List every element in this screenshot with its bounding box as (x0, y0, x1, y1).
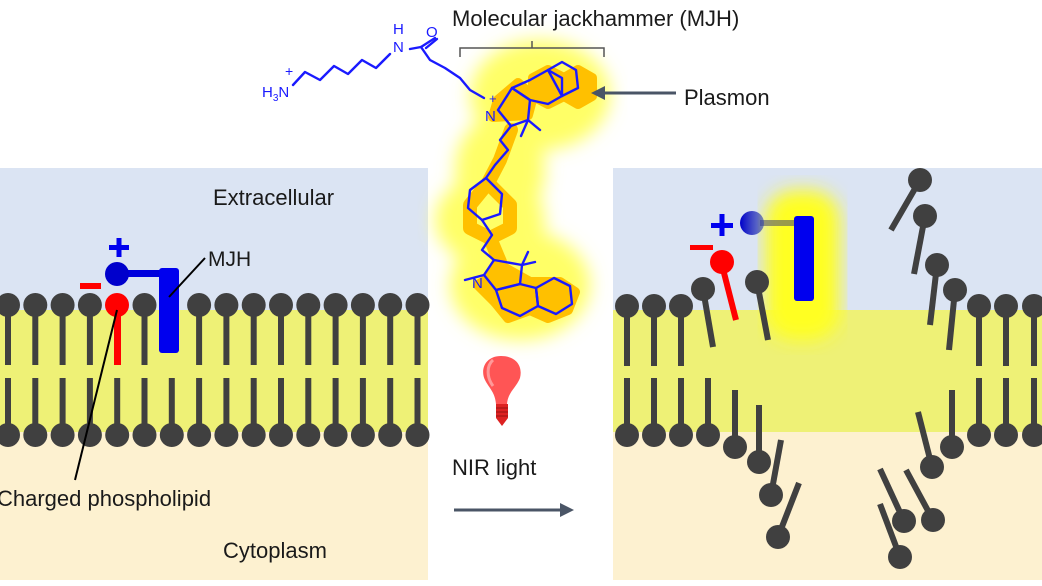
displaced-phospholipid (877, 502, 912, 569)
phospholipid-lower (405, 378, 430, 447)
plasmon-label: Plasmon (684, 85, 770, 110)
displaced-phospholipid (911, 204, 937, 275)
phospholipid-upper (296, 293, 321, 365)
phospholipid-lower (159, 378, 184, 447)
phospholipid-lower (378, 378, 403, 447)
mjh-leader-line (168, 257, 206, 298)
nir-light-bulb-icon (483, 356, 521, 426)
dye-core-highlight (463, 65, 597, 323)
extracellular-label: Extracellular (213, 185, 334, 210)
phospholipid-lower (967, 378, 991, 447)
extracellular-region (0, 168, 428, 310)
phospholipid-lower (669, 378, 693, 447)
chemical-structure (291, 36, 580, 318)
displaced-phospholipid (915, 411, 944, 479)
phospholipid-upper (187, 293, 212, 365)
amide-h: H (393, 21, 404, 38)
displaced-phospholipid (759, 439, 784, 507)
displaced-phospholipid (888, 168, 932, 232)
center-panel: H3N + H N O N + N Molecular jackhammer (… (262, 6, 770, 517)
right-lipid-bilayer (615, 168, 1042, 569)
indolium-n: N (485, 108, 496, 125)
charged-phospholipid-label: Charged phospholipid (0, 486, 211, 511)
phospholipid-lower (615, 378, 639, 447)
phospholipid-lower (23, 378, 48, 447)
phospholipid-lower (269, 378, 293, 447)
displaced-phospholipid (940, 390, 964, 459)
displaced-phospholipid (723, 390, 747, 459)
charged-phospholipid-leader-line (74, 309, 118, 481)
mjh-molecule-after (740, 211, 814, 301)
phospholipid-upper (615, 294, 639, 366)
carbonyl-o: O (426, 24, 438, 41)
displaced-phospholipid (747, 405, 771, 474)
phospholipid-upper (405, 293, 430, 365)
phospholipid-lower (50, 378, 75, 447)
displaced-phospholipid (877, 467, 916, 533)
charged-phospholipid (105, 293, 129, 365)
phospholipid-upper (1022, 294, 1042, 366)
membrane-core-region (0, 310, 428, 432)
cytoplasm-region (0, 432, 428, 580)
phospholipid-upper (0, 293, 20, 365)
phospholipid-lower (642, 378, 666, 447)
phospholipid-lower (994, 378, 1018, 447)
molecular-jackhammer-title: Molecular jackhammer (MJH) (452, 6, 739, 31)
phospholipid-lower (0, 378, 20, 447)
amine-h3: H3N (262, 84, 289, 104)
phospholipid-upper (994, 294, 1018, 366)
mjh-label: MJH (208, 248, 251, 271)
amine-charge: + (285, 63, 293, 79)
left-lipid-bilayer (0, 293, 430, 447)
phospholipid-lower (132, 378, 157, 447)
phospholipid-upper (323, 293, 348, 365)
plus-sign (109, 238, 129, 257)
phospholipid-lower (296, 378, 321, 447)
phospholipid-upper (378, 293, 403, 365)
phospholipid-lower (214, 378, 239, 447)
displaced-phospholipid (903, 468, 945, 532)
displaced-phospholipid (691, 277, 716, 348)
phospholipid-upper (967, 294, 991, 366)
phospholipid-upper (50, 293, 75, 365)
cytoplasm-region-after (613, 432, 1042, 580)
phospholipid-lower (187, 378, 212, 447)
cytoplasm-label: Cytoplasm (223, 538, 327, 563)
displaced-phospholipid (943, 278, 967, 351)
phospholipid-lower (696, 378, 720, 447)
displaced-phospholipid (766, 481, 802, 549)
indolium-charge: + (489, 91, 497, 106)
indole-n: N (472, 275, 483, 292)
phospholipid-upper (269, 293, 293, 365)
nir-light-label: NIR light (452, 455, 536, 480)
mjh-molecule (105, 262, 179, 353)
phospholipid-upper (241, 293, 266, 365)
phospholipid-lower (350, 378, 375, 447)
phospholipid-upper (23, 293, 48, 365)
phospholipid-lower (241, 378, 266, 447)
left-panel-before: MJH Charged phospholipid Extracellular C… (0, 168, 430, 580)
phospholipid-upper (214, 293, 239, 365)
phospholipid-upper (350, 293, 375, 365)
plus-sign-after (711, 214, 733, 236)
phospholipid-upper (132, 293, 157, 365)
phospholipid-lower (1022, 378, 1042, 447)
plasmon-arrow (591, 86, 676, 100)
displaced-phospholipid (925, 253, 949, 326)
phospholipid-upper (669, 294, 693, 366)
displaced-phospholipid (745, 270, 771, 341)
phospholipid-upper (642, 294, 666, 366)
phospholipid-lower (323, 378, 348, 447)
displaced-charged-phospholipid (710, 250, 739, 321)
transition-arrow (454, 503, 574, 517)
minus-sign (80, 283, 101, 289)
amide-n: N (393, 39, 404, 56)
phospholipid-lower (105, 378, 130, 447)
phospholipid-upper (77, 293, 102, 365)
minus-sign-after (690, 245, 713, 250)
right-panel-after (613, 168, 1042, 580)
